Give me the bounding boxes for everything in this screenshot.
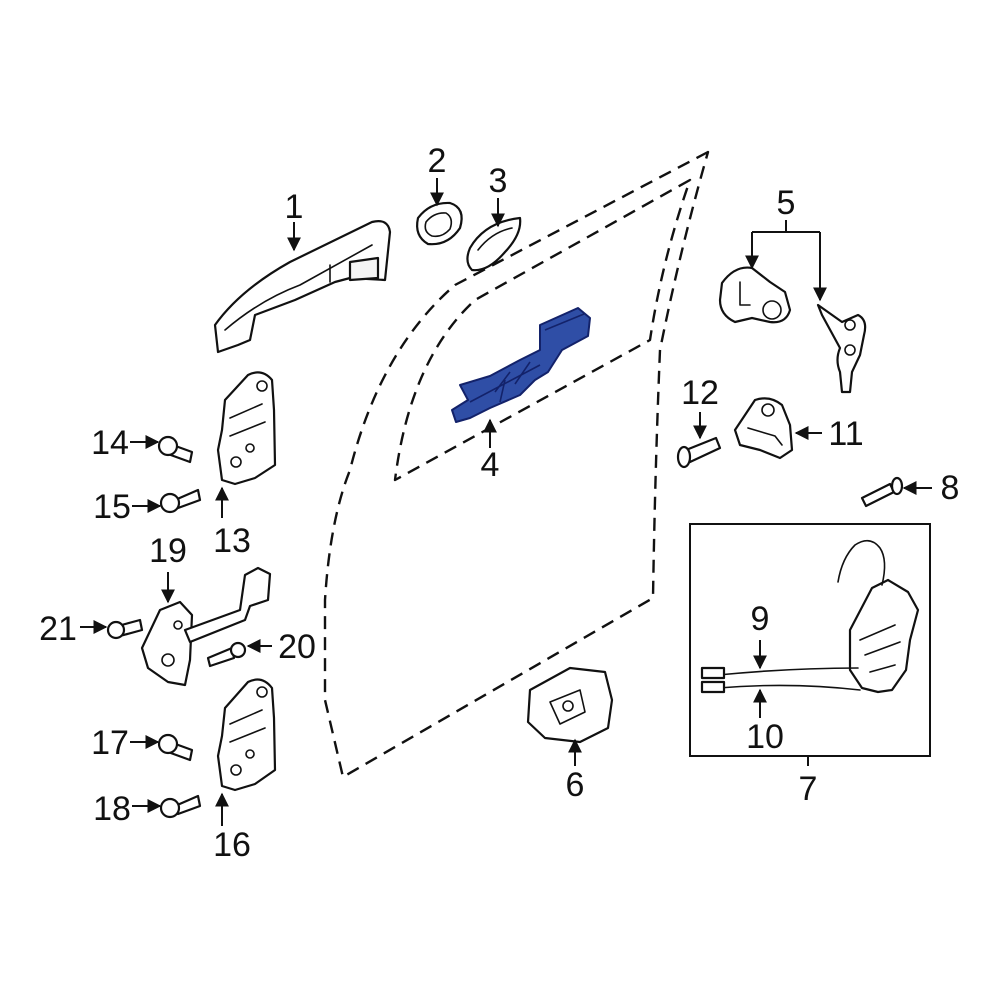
latch-cables[interactable] <box>700 666 861 694</box>
door-latch[interactable] <box>837 539 920 694</box>
ignition-keys[interactable] <box>816 303 867 394</box>
door-check-strap[interactable] <box>140 566 272 687</box>
callout-14: 14 <box>91 424 129 462</box>
callout-10: 10 <box>746 718 784 756</box>
upper-hinge[interactable] <box>216 371 277 486</box>
latch-screw[interactable] <box>860 476 904 508</box>
callout-19: 19 <box>149 532 187 570</box>
callout-labels: 1 2 3 4 5 6 7 8 9 10 11 12 13 14 15 16 1… <box>39 142 959 864</box>
door-striker[interactable] <box>733 397 794 460</box>
lock-actuator[interactable] <box>526 666 614 744</box>
callout-6: 6 <box>566 766 585 804</box>
door-outline <box>323 150 710 779</box>
hinge-bolt-17[interactable] <box>157 733 194 762</box>
handle-escutcheon[interactable] <box>416 201 463 246</box>
callout-17: 17 <box>91 724 129 762</box>
lower-hinge[interactable] <box>216 678 277 792</box>
callout-16: 16 <box>213 826 251 864</box>
callout-3: 3 <box>489 162 508 200</box>
callout-21: 21 <box>39 610 77 648</box>
check-bolt-20[interactable] <box>206 641 247 668</box>
callout-11: 11 <box>828 415 863 453</box>
check-bolt-21[interactable] <box>106 618 144 640</box>
callout-18: 18 <box>93 790 131 828</box>
exterior-door-handle[interactable] <box>213 220 392 354</box>
callout-1: 1 <box>285 188 304 226</box>
lock-cylinder-set[interactable] <box>718 266 792 324</box>
callout-15: 15 <box>93 488 131 526</box>
hinge-bolt-18[interactable] <box>159 794 202 819</box>
callout-5: 5 <box>777 184 796 222</box>
handle-reinforcement-bracket[interactable] <box>451 307 591 423</box>
callout-12: 12 <box>681 374 719 412</box>
leader-arrows <box>80 178 932 826</box>
callout-7: 7 <box>799 770 818 808</box>
callout-2: 2 <box>428 142 447 180</box>
striker-bolt[interactable] <box>676 436 722 469</box>
callout-4: 4 <box>481 446 500 484</box>
callout-20: 20 <box>278 628 316 666</box>
callout-5-bracket <box>745 220 827 302</box>
callout-9: 9 <box>751 600 770 638</box>
hinge-bolt-14[interactable] <box>157 435 194 464</box>
callout-13: 13 <box>213 522 251 560</box>
handle-cap-cover[interactable] <box>466 216 522 272</box>
callout-8: 8 <box>941 469 960 507</box>
hinge-bolt-15[interactable] <box>159 488 202 514</box>
